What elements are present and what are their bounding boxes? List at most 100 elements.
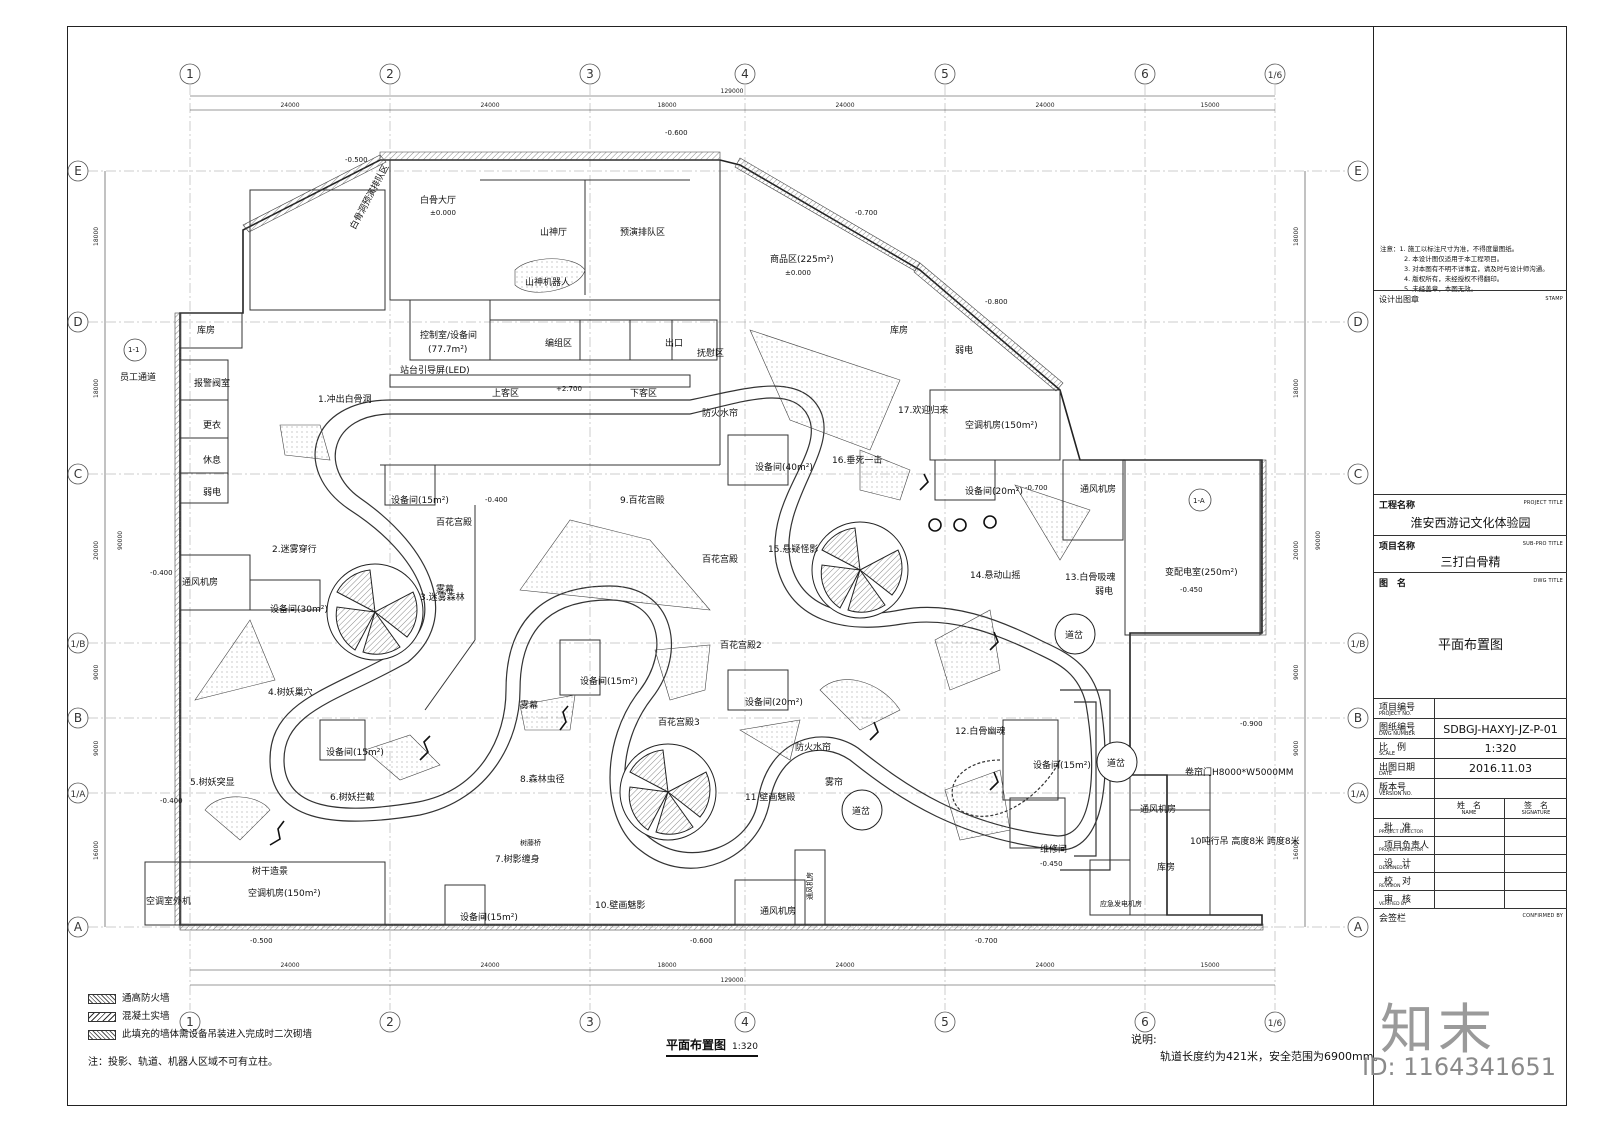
room-control-area: (77.7m²) [428, 345, 467, 355]
legend-text-2: 混凝土实墙 [122, 1011, 170, 1022]
dim-total-left: 90000 [117, 531, 124, 550]
room-equip-15b: 设备间(15m²) [326, 746, 384, 758]
plan-title-text: 平面布置图 [666, 1038, 727, 1052]
role-design: 设 计 [1384, 859, 1412, 869]
grid-col-1: 1 [186, 67, 194, 81]
room-fog-3: 雾帘 [825, 776, 843, 788]
version-en: VERSION NO. [1379, 791, 1413, 797]
room-emergency: 应急发电机房 [1100, 899, 1142, 908]
room-tree-bridge: 树藤桥 [520, 838, 541, 847]
room-edit: 编组区 [545, 337, 572, 349]
room-repair: 维修间 [1040, 843, 1067, 855]
grid-row-1B: 1/B [71, 640, 86, 650]
projection-fans [194, 258, 1091, 841]
dim-row-5: 9000 [93, 741, 100, 756]
dim-col-4: 24000 [835, 102, 854, 109]
dim-row-4-r: 9000 [1293, 665, 1300, 680]
room-shop: 商品区(225m²) [770, 253, 834, 265]
grid-row-B: B [74, 711, 82, 725]
room-baigu-hall: 白骨大厅 [420, 194, 456, 206]
dim-col-1: 24000 [280, 102, 299, 109]
sign-col: 签 名 [1524, 801, 1548, 810]
plan-scale: 1:320 [732, 1042, 758, 1052]
dim-total-right: 90000 [1315, 531, 1322, 550]
grid-col-5: 5 [941, 67, 949, 81]
legend-item-3: 此填充的墙体需设备吊装进入完成时二次砌墙 [88, 1026, 312, 1044]
ride-track [269, 385, 1111, 871]
grid-col-1-b: 1 [186, 1015, 194, 1029]
section-circles [123, 338, 1212, 512]
grid-col-5-b: 5 [941, 1015, 949, 1029]
level-b: -0.400 [150, 569, 173, 577]
project-no-en: PROJECT NO. [1379, 711, 1412, 717]
room-switch-1: 道岔 [1065, 629, 1083, 641]
role-verify-en: VERIFIED BY [1379, 902, 1407, 907]
sign-col-en: SIGNATURE [1521, 810, 1551, 816]
elev-top-mid: -0.600 [665, 129, 688, 137]
grid-bubbles [67, 63, 1369, 1033]
grid-row-A-r: A [1354, 920, 1363, 934]
legend-item-2: 混凝土实墙 [88, 1008, 312, 1026]
date-en: DATE [1379, 771, 1393, 777]
scene-4: 4.树妖巢穴 [268, 686, 313, 698]
dim-col-5-b: 24000 [1035, 962, 1054, 969]
legend-swatch-3 [88, 1029, 116, 1040]
room-substation: 变配电室(250m²) [1165, 566, 1238, 578]
room-weak-1: 弱电 [203, 486, 221, 498]
interior-walls [144, 159, 1261, 926]
room-repair-lvl: -0.450 [1040, 860, 1063, 868]
grid-col-2-b: 2 [386, 1015, 394, 1029]
scale-label: 比 例 [1379, 743, 1407, 753]
room-shutter: 卷帘门H8000*W5000MM [1185, 766, 1294, 778]
scene-16: 16.垂死一击 [832, 454, 882, 466]
room-platform-led: 站台引导屏(LED) [400, 364, 470, 376]
room-baihua-3: 百花宫殿2 [720, 639, 762, 651]
room-equip-20b: 设备间(20m²) [965, 485, 1023, 497]
room-substation-lvl: -0.450 [1180, 586, 1203, 594]
notes-label: 注意： [1380, 245, 1400, 253]
room-crane: 10吨行吊 高度8米 跨度8米 [1190, 835, 1300, 847]
legend-swatch-2 [88, 1011, 116, 1022]
robot-arm-icons [269, 473, 999, 846]
grid-row-1A: 1/A [71, 790, 87, 800]
room-fog-2: 雾幕 [520, 699, 538, 711]
dim-col-3: 18000 [657, 102, 676, 109]
grid-col-1-6: 1/6 [1268, 71, 1283, 81]
grid-row-E-r: E [1354, 164, 1362, 178]
dim-row-3-r: 20000 [1293, 541, 1300, 560]
project-no-label: 项目编号 [1379, 703, 1416, 713]
dim-row-2: 18000 [93, 379, 100, 398]
room-exit: 出口 [665, 337, 683, 349]
label-tree-view: 树干造景 [252, 865, 288, 877]
grid-col-1-6-b: 1/6 [1268, 1019, 1283, 1029]
section-mark: 1-1 [128, 346, 139, 354]
room-equip-30: 设备间(30m²) [270, 603, 328, 615]
role-verify: 审 核 [1384, 895, 1412, 905]
role-check: 校 对 [1384, 877, 1412, 887]
drawing-no-en: DWG NUMBER [1379, 731, 1416, 737]
room-weak-3: 弱电 [1095, 585, 1113, 597]
dim-col-4-b: 24000 [835, 962, 854, 969]
scene-13: 13.白骨吸魂 [1065, 571, 1115, 583]
elev-bottom-left: -0.500 [250, 937, 273, 945]
note-5: 5. 未经盖章，本图无效。 [1404, 285, 1478, 293]
room-vent-2: 通风机房 [1080, 483, 1116, 495]
legend-swatch-1 [88, 993, 116, 1004]
role-check-en: REVISION [1379, 884, 1401, 889]
grid-labels: 1 2 3 4 5 6 1/6 1 2 3 4 5 6 1/6 E D C 1/… [71, 67, 1367, 1029]
grid-row-D: D [73, 315, 82, 329]
room-labels: 白骨大厅 ±0.000 山神厅 预演排队区 白骨洞预演排队区 山神机器人 商品区… [120, 162, 1300, 923]
room-equip-15e: 设备间(15m²) [1033, 759, 1091, 771]
room-storage-1: 库房 [197, 324, 215, 336]
countersign-label: 会签栏 [1379, 914, 1407, 924]
room-platform-lvl: +2.700 [556, 385, 582, 393]
room-equip-40: 设备间(40m²) [755, 461, 813, 473]
project-label: 工程名称 [1379, 501, 1416, 511]
elev-bottom-right: -0.700 [975, 937, 998, 945]
dim-row-1: 18000 [93, 227, 100, 246]
dim-row-2-r: 18000 [1293, 379, 1300, 398]
dim-row-5-r: 9000 [1293, 741, 1300, 756]
scale-en: SCALE [1379, 751, 1396, 757]
subpro-label: 项目名称 [1379, 542, 1416, 552]
room-ac-2: 空调机房(150m²) [965, 419, 1038, 431]
